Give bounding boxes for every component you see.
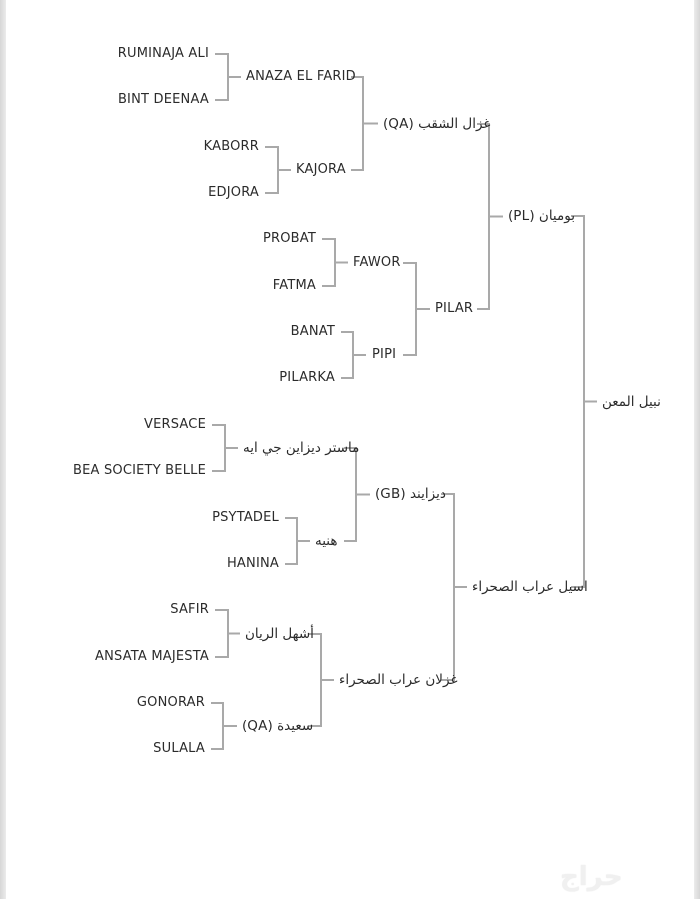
gen4-versace: VERSACE — [144, 417, 206, 432]
gen2-ghazlan-orab-alsahraa: غزلان عراب الصحراء — [339, 672, 458, 688]
gen4-safir: SAFIR — [170, 602, 209, 617]
gen4-banat: BANAT — [290, 324, 335, 339]
bracket-connector — [308, 633, 334, 727]
page-edge-left — [0, 0, 6, 899]
gen3-anaza-el-farid: ANAZA EL FARID — [246, 69, 356, 84]
gen3-saeeda: سعيدة (QA) — [242, 718, 314, 734]
bracket-connector — [322, 238, 348, 287]
gen3-pipi: PIPI — [372, 347, 397, 362]
gen4-probat: PROBAT — [262, 231, 316, 246]
bracket-connector — [211, 702, 237, 750]
gen4-bea-society-belle: BEA SOCIETY BELLE — [72, 463, 206, 478]
bracket-connector — [341, 331, 366, 379]
root-horse-nabeel-almaan: نبيل المعن — [602, 394, 661, 410]
gen2-designed: ديزايند (GB) — [375, 486, 446, 502]
gen1-dam-aseel-orab-alsahraa: اسيل عراب الصحراء — [472, 579, 588, 595]
bracket-connector — [215, 609, 240, 658]
gen4-ruminaja-ali: RUMINAJA ALI — [117, 46, 209, 61]
gen2-pilar: PILAR — [435, 301, 474, 316]
gen4-pilarka: PILARKA — [279, 370, 335, 385]
bracket-connector — [215, 53, 241, 101]
bracket-connector — [344, 447, 370, 542]
bracket-connector — [403, 262, 430, 356]
bracket-connector — [265, 146, 291, 194]
gen4-psytadel: PSYTADEL — [212, 510, 279, 525]
gen4-kaborr: KABORR — [203, 139, 259, 154]
gen2-ghazal-alshaqab: غزال الشقب (QA) — [383, 116, 491, 132]
gen3-ashhal-alrayyan: أشهل الريان — [245, 626, 314, 642]
gen4-ansata-majesta: ANSATA MAJESTA — [95, 649, 209, 664]
gen4-gonorar: GONORAR — [136, 695, 205, 710]
gen4-bint-deenaa: BINT DEENAA — [117, 92, 209, 107]
gen4-fatma: FATMA — [272, 278, 316, 293]
gen1-sire-bumiyan: بوميان (PL) — [508, 208, 575, 224]
bracket-connector — [441, 493, 467, 681]
gen3-kajora: KAJORA — [296, 162, 346, 177]
bracket-connector — [212, 424, 238, 472]
gen3-master-design-ga: ماستر ديزاين جي ايه — [243, 440, 360, 456]
bracket-connector — [571, 215, 597, 588]
bracket-connector — [285, 517, 310, 565]
haraj-watermark-logo: حراج — [560, 862, 623, 892]
bracket-connector — [351, 76, 378, 171]
gen3-fawor: FAWOR — [353, 255, 401, 270]
gen4-sulala: SULALA — [153, 741, 205, 756]
gen4-edjora: EDJORA — [208, 185, 259, 200]
gen3-haniya: هنيه — [315, 533, 338, 549]
bracket-connector — [477, 123, 503, 310]
page-edge-right — [694, 0, 700, 899]
gen4-hanina: HANINA — [226, 556, 279, 571]
